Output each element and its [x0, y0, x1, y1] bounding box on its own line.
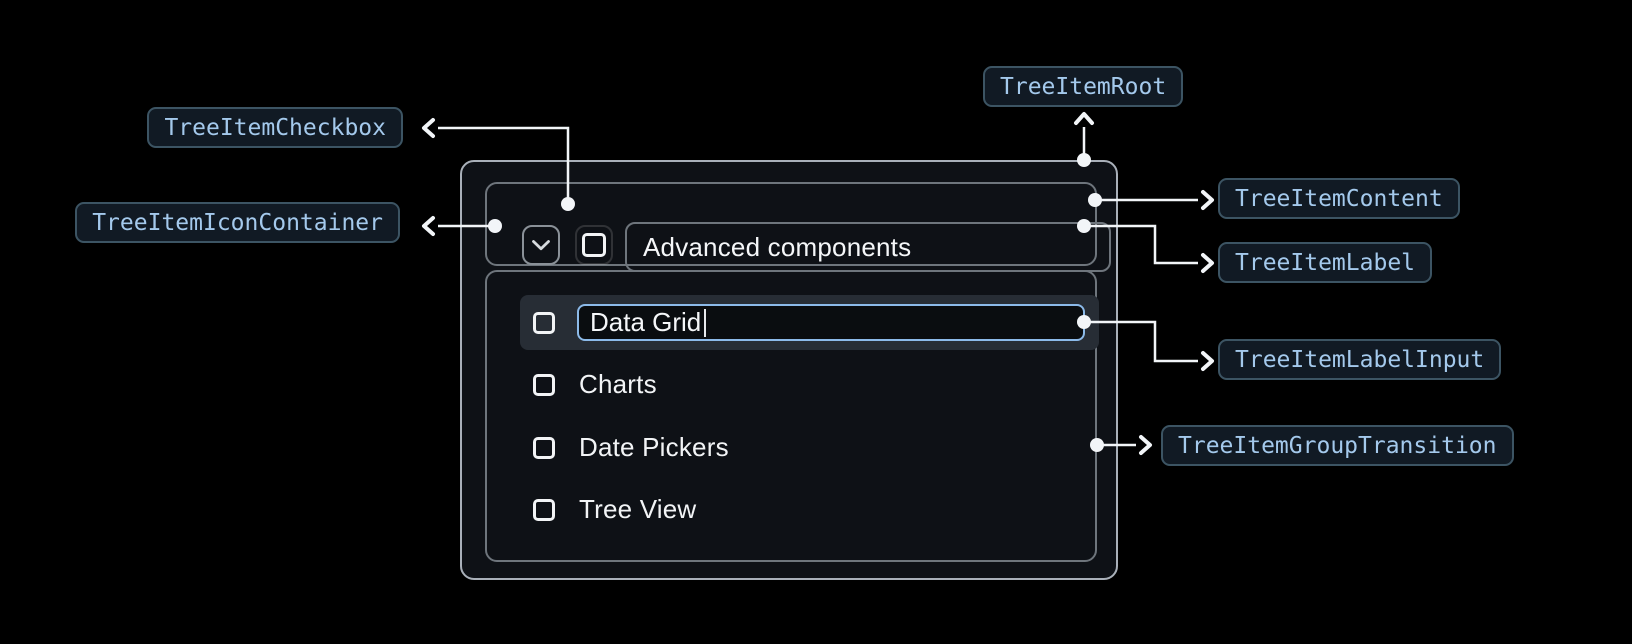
badge-tree-item-checkbox: TreeItemCheckbox — [147, 107, 403, 148]
badge-tree-item-root: TreeItemRoot — [983, 66, 1184, 107]
tree-item-label-text: Charts — [579, 369, 657, 399]
label-input-value: Data Grid — [590, 307, 702, 337]
checkbox-unchecked-icon[interactable] — [533, 498, 555, 521]
badge-tree-item-group-transition: TreeItemGroupTransition — [1161, 425, 1514, 466]
badge-label: TreeItemLabel — [1235, 249, 1416, 276]
tree-item-label-text: Tree View — [579, 494, 697, 524]
tree-item-root: Advanced components Data Grid Charts Dat… — [460, 160, 1118, 580]
chevron-down-icon — [532, 239, 550, 250]
tree-item-row[interactable]: Charts — [520, 357, 1099, 412]
badge-label: TreeItemCheckbox — [164, 114, 386, 141]
badge-tree-item-icon-container: TreeItemIconContainer — [75, 202, 400, 243]
badge-tree-item-content: TreeItemContent — [1218, 178, 1460, 219]
badge-label: TreeItemGroupTransition — [1178, 432, 1497, 459]
text-caret — [704, 308, 707, 337]
badge-label: TreeItemLabelInput — [1235, 346, 1485, 373]
badge-label: TreeItemIconContainer — [92, 209, 383, 236]
checkbox-unchecked-icon[interactable] — [533, 373, 555, 396]
tree-item-row[interactable]: Date Pickers — [520, 420, 1099, 475]
tree-item-label: Advanced components — [625, 222, 1111, 272]
checkbox-unchecked-icon[interactable] — [533, 311, 555, 334]
tree-item-checkbox[interactable] — [575, 225, 613, 265]
checkbox-unchecked-icon — [582, 233, 606, 257]
badge-label: TreeItemContent — [1235, 185, 1443, 212]
badge-label: TreeItemRoot — [1000, 73, 1167, 100]
tree-item-label-text: Advanced components — [643, 231, 912, 262]
tree-item-label-text: Date Pickers — [579, 432, 729, 462]
tree-item-row-editing[interactable]: Data Grid — [520, 295, 1099, 350]
tree-item-icon-container[interactable] — [522, 225, 560, 265]
checkbox-unchecked-icon[interactable] — [533, 436, 555, 459]
tree-item-row[interactable]: Tree View — [520, 482, 1099, 537]
badge-tree-item-label: TreeItemLabel — [1218, 242, 1433, 283]
tree-item-content[interactable]: Advanced components — [485, 182, 1111, 272]
badge-tree-item-label-input: TreeItemLabelInput — [1218, 339, 1502, 380]
tree-item-label-input[interactable]: Data Grid — [577, 304, 1085, 341]
tree-item-group-transition: Data Grid Charts Date Pickers Tree View — [485, 270, 1099, 562]
